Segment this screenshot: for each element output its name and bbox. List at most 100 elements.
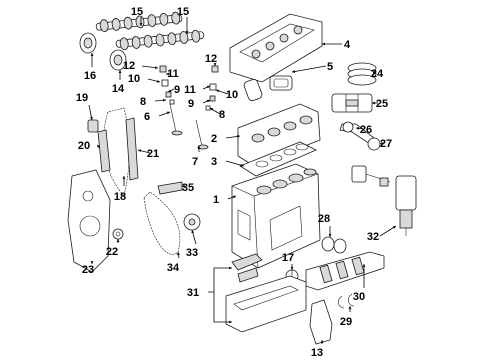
callout-16: 16: [84, 70, 96, 82]
leader-arrow-32: [392, 226, 396, 229]
leader-arrow-33: [191, 230, 195, 234]
valve-cover-gasket: [243, 75, 293, 102]
leader-line-5: [291, 65, 327, 73]
leader-arrow-12b: [213, 63, 217, 66]
leader-arrow-30: [362, 264, 366, 267]
piston-rings: [347, 62, 377, 86]
crankshaft: [305, 251, 385, 291]
callout-11b: 11: [184, 84, 196, 96]
callout-20: 20: [78, 140, 90, 152]
leader-arrow-11a: [166, 72, 169, 76]
leader-line-3: [225, 160, 245, 167]
callout-17: 17: [282, 252, 294, 264]
callout-13: 13: [311, 347, 323, 359]
callout-34: 34: [167, 262, 180, 274]
leader-arrow-3: [240, 163, 244, 167]
chain-tensioner-arm: [97, 129, 111, 173]
oil-pan-upper: [225, 275, 307, 333]
callout-8b: 8: [219, 109, 225, 121]
head-gasket: [239, 141, 317, 177]
engine-block: [231, 163, 321, 269]
rear-seal-retainer: [309, 299, 333, 345]
leader-arrow-13: [320, 340, 324, 343]
main-bearings: [321, 236, 347, 254]
leader-line-31: [208, 267, 232, 293]
callout-31: 31: [187, 287, 199, 299]
leader-arrow-15a: [139, 23, 143, 26]
leader-arrow-34: [177, 252, 180, 256]
leader-arrow-21: [138, 149, 142, 153]
leader-arrow-9a: [168, 89, 172, 92]
leader-arrow-8b: [210, 108, 214, 111]
connecting-rod: [339, 121, 381, 151]
chain-guide: [125, 117, 139, 181]
leader-arrow-18: [122, 176, 126, 179]
leader-arrow-15b: [185, 31, 189, 34]
valve-intake: [169, 103, 183, 136]
leader-arrow-29: [348, 306, 352, 309]
leader-arrow-20: [96, 144, 100, 148]
leader-arrow-28: [328, 234, 332, 237]
leader-arrow-14: [118, 70, 122, 73]
callout-18: 18: [114, 191, 126, 203]
callout-19: 19: [76, 92, 88, 104]
callout-15b: 15: [177, 6, 189, 18]
leader-arrow-23: [90, 261, 94, 264]
callout-21: 21: [147, 148, 159, 160]
leader-arrow-8a: [163, 98, 166, 102]
leader-arrow-5: [292, 70, 296, 73]
callout-5: 5: [327, 61, 333, 73]
thrust-washers: [338, 293, 355, 309]
cylinder-head: [237, 103, 321, 167]
leader-arrow-16: [90, 53, 94, 56]
crank-sprocket: [183, 213, 201, 231]
callout-9b: 9: [188, 98, 194, 110]
callout-3: 3: [211, 156, 217, 168]
leader-line-32: [379, 225, 397, 237]
leader-arrow-25: [372, 101, 375, 105]
callout-23: 23: [82, 264, 94, 276]
callout-11a: 11: [167, 68, 179, 80]
callout-29: 29: [340, 316, 352, 328]
camshaft-intake: [95, 11, 183, 33]
callout-15a: 15: [131, 6, 143, 18]
leader-line-31-b: [213, 292, 232, 323]
leader-arrow-31: [229, 266, 232, 270]
callout-25: 25: [376, 98, 388, 110]
callout-12a: 12: [123, 60, 135, 72]
callout-28: 28: [318, 213, 330, 225]
callout-22: 22: [106, 246, 118, 258]
leader-arrow-31-b: [229, 320, 232, 324]
leader-arrow-27: [380, 141, 384, 145]
timing-cover: [67, 169, 111, 273]
callout-10b: 10: [226, 89, 238, 101]
leader-arrow-10b: [216, 89, 220, 93]
ignition-assembly: [351, 165, 417, 236]
callout-2: 2: [211, 133, 217, 145]
oil-pump-pickup: [231, 253, 263, 283]
leader-arrow-1: [232, 195, 236, 199]
leader-arrow-9b: [206, 99, 210, 103]
callout-8a: 8: [140, 96, 146, 108]
callout-1: 1: [213, 194, 219, 206]
callout-7: 7: [192, 156, 198, 168]
callout-32: 32: [367, 231, 379, 243]
callout-24: 24: [371, 68, 384, 80]
leader-lines: [88, 17, 397, 344]
callout-6: 6: [144, 111, 150, 123]
leader-arrow-10a: [156, 79, 160, 83]
leader-arrow-35: [182, 185, 186, 189]
camshaft-exhaust: [115, 29, 205, 51]
callout-12b: 12: [205, 53, 217, 65]
callout-30: 30: [353, 291, 365, 303]
callout-27: 27: [380, 138, 392, 150]
balance-chain-guide: [157, 181, 183, 195]
valve-exhaust: [195, 119, 209, 150]
leader-arrow-11b: [206, 85, 210, 89]
chain-tensioner: [87, 119, 99, 133]
cam-sprocket-exhaust: [109, 49, 127, 71]
front-seal: [112, 228, 124, 240]
leader-arrow-22: [116, 239, 120, 242]
